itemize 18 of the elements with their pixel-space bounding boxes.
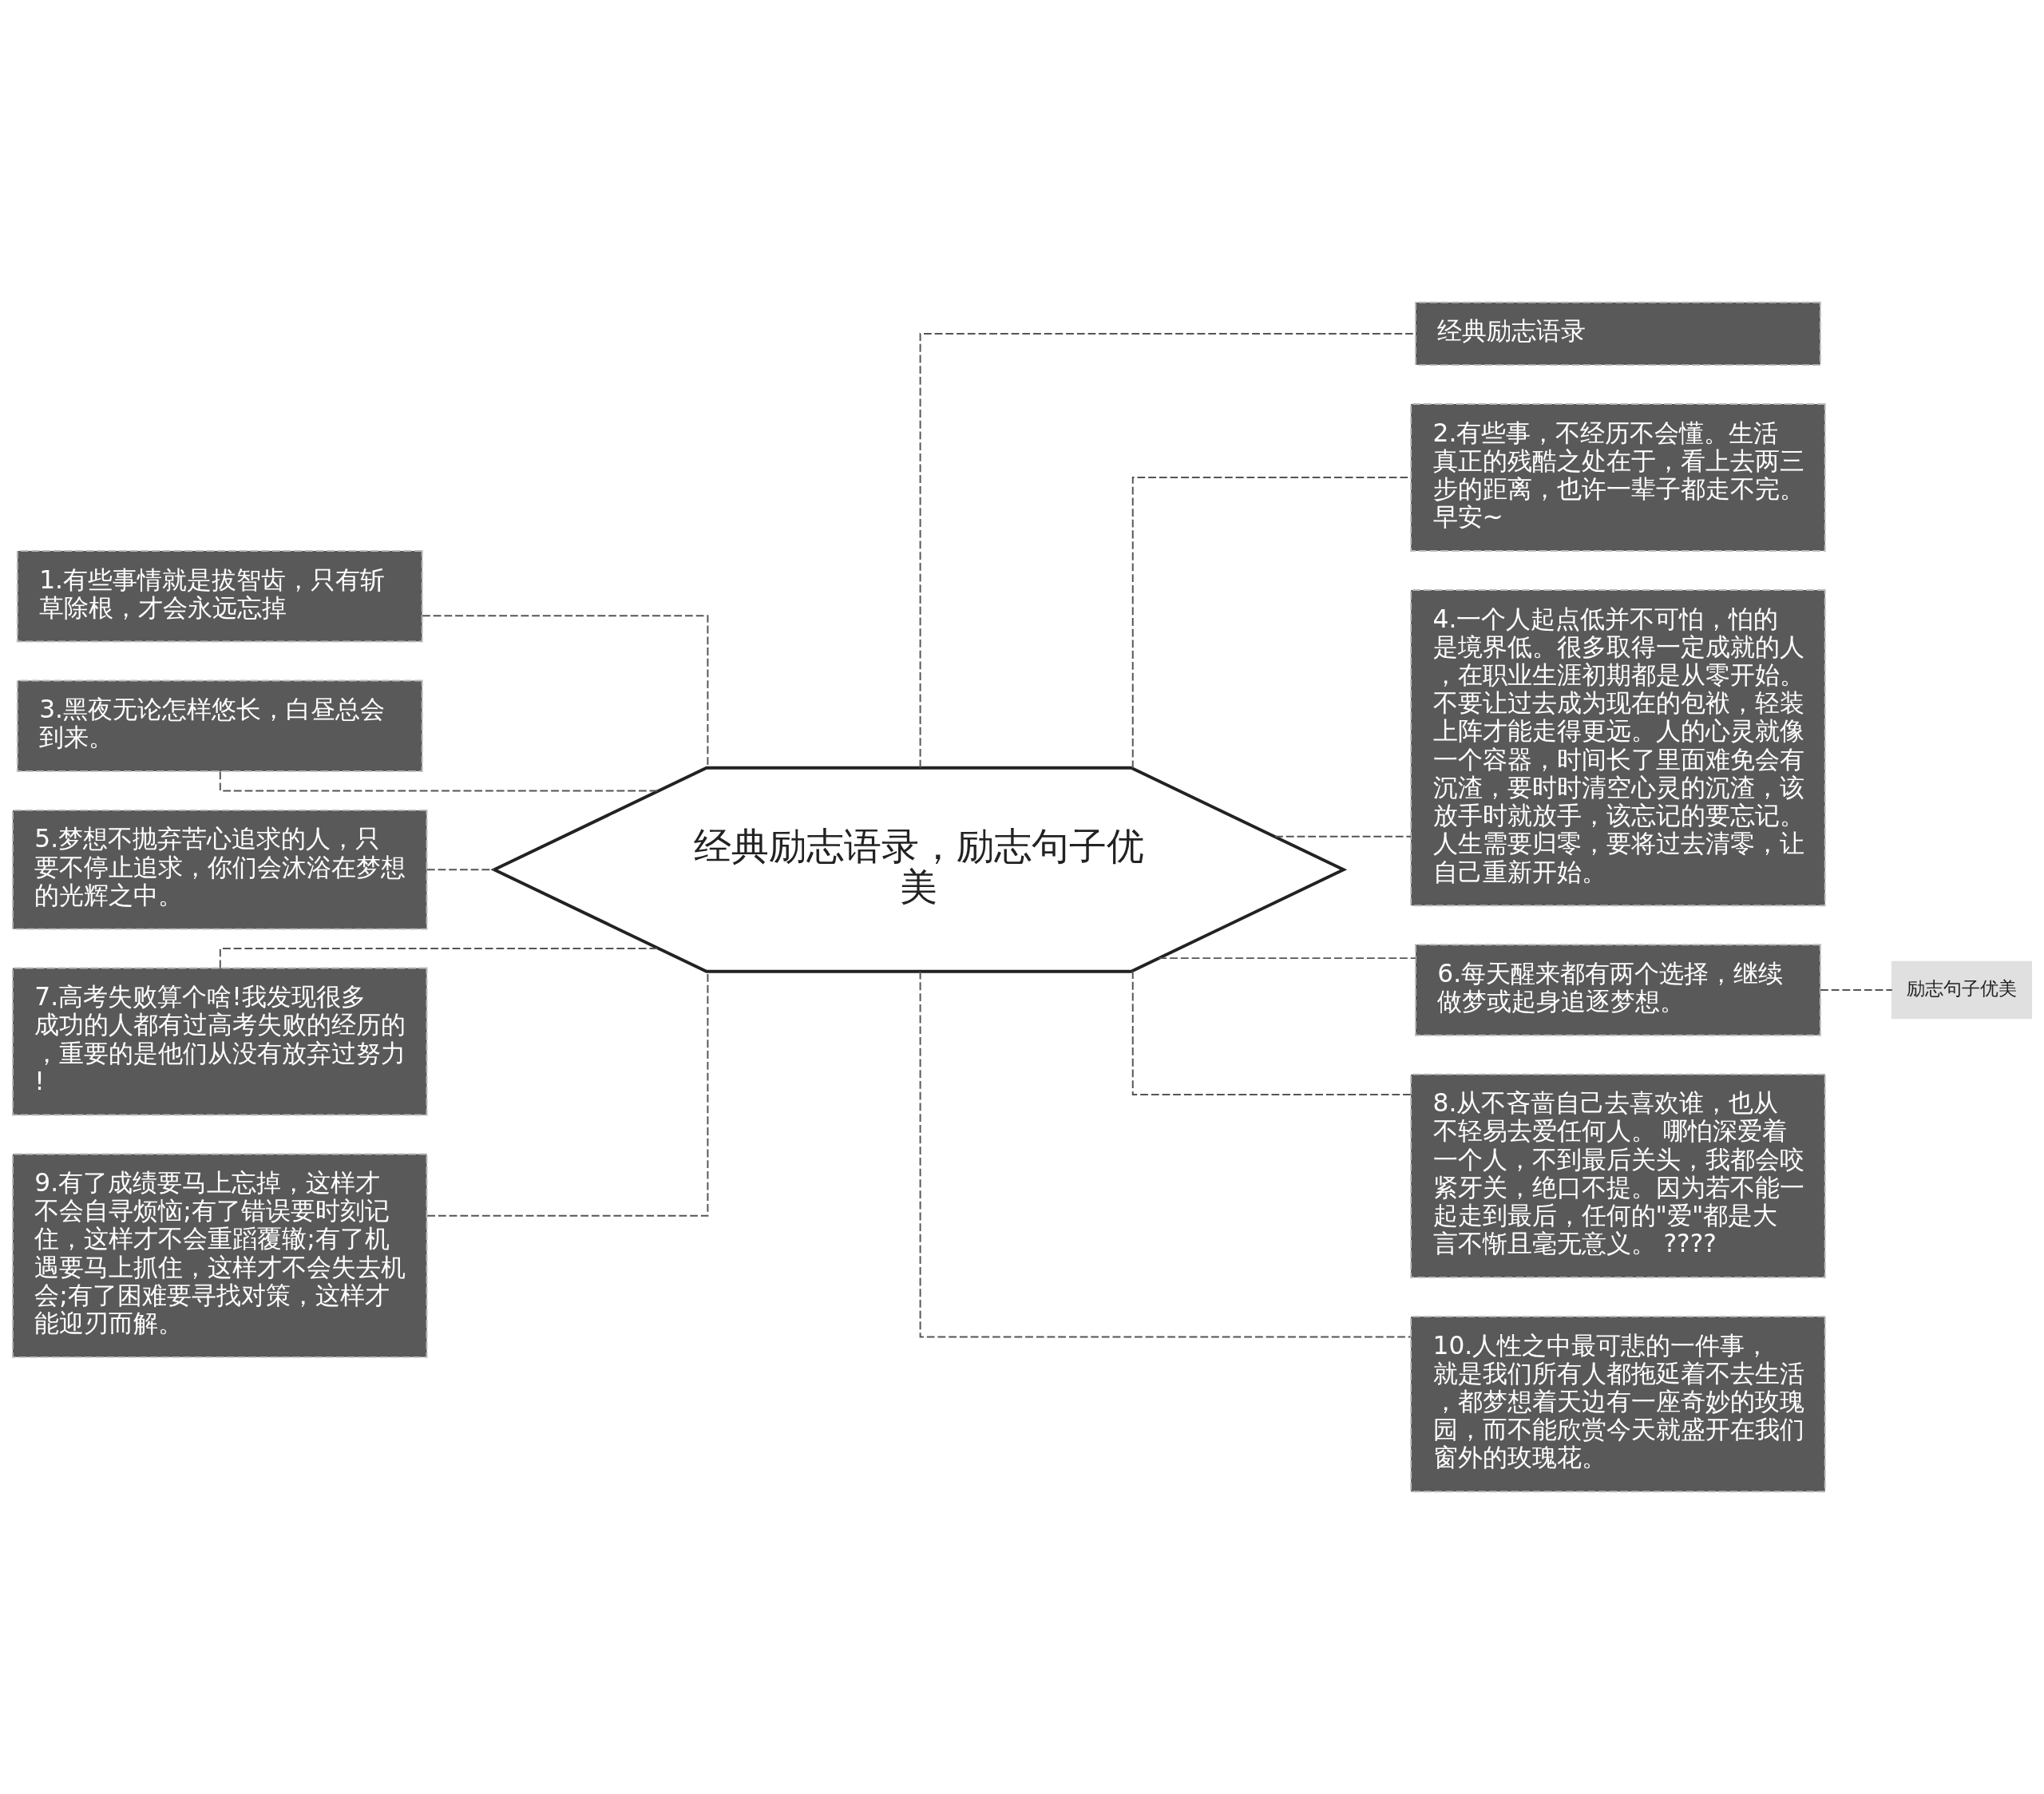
node-box: 4.一个人起点低并不可怕，怕的是境界低。很多取得一定成就的人，在职业生涯初期都是从零开始。不要让过去成为现在的包袱，轻装上阵才能走得更远。人的心灵就像一个容器，时间长了里面难免会有沉渣，要时时清空心灵的沉渣，该放手时就放手，该忘记的要忘记。人生需要归零，要将过去清零，让自己重新开始。 [1410,588,1826,907]
connector [426,869,495,871]
node-box: 8.从不吝啬自己去喜欢谁，也从不轻易去爱任何人。 哪怕深爱着一个人，不到最后关头，我都会咬紧牙关，绝口不提。因为若不能一起走到最后，任何的"爱"都是大言不惭且毫无意义。 ???? [1410,1073,1826,1279]
node-box: 3.黑夜无论怎样悠长，白昼总会到来。 [16,679,423,772]
node-box: 9.有了成绩要马上忘掉，这样才不会自寻烦恼;有了错误要时刻记住，这样才不会重蹈覆辙;有了机遇要马上抓住，这样才不会失去机会;有了困难要寻找对策，这样才能迎刃而解。 [11,1153,428,1358]
node-box: 经典励志语录 [1415,301,1821,366]
connector [1274,835,1412,838]
connector [1820,988,1893,991]
connector [919,970,1412,1338]
node-box: 励志句子优美 [1891,960,2033,1020]
node-box: 5.梦想不抛弃苦心追求的人，只要不停止追求，你们会沐浴在梦想的光辉之中。 [11,809,428,930]
connector [1158,957,1416,960]
node-box: 2.有些事，不经历不会懂。生活真正的残酷之处在于，看上去两三步的距离，也许一辈子都走不完。早安~ [1410,403,1826,552]
node-box: 7.高考失败算个啥!我发现很多成功的人都有过高考失败的经历的，重要的是他们从没有放弃过努力! [11,967,428,1116]
node-box: 1.有些事情就是拔智齿，只有斩草除根，才会永远忘掉 [16,550,423,643]
node-box: 10.人性之中最可悲的一件事，就是我们所有人都拖延着不去生活，都梦想着天边有一座奇妙的玫瑰园，而不能欣赏今天就盛开在我们窗外的玫瑰花。 [1410,1316,1826,1493]
node-box: 6.每天醒来都有两个选择，继续做梦或起身追逐梦想。 [1415,944,1821,1036]
connector [1131,970,1412,1096]
